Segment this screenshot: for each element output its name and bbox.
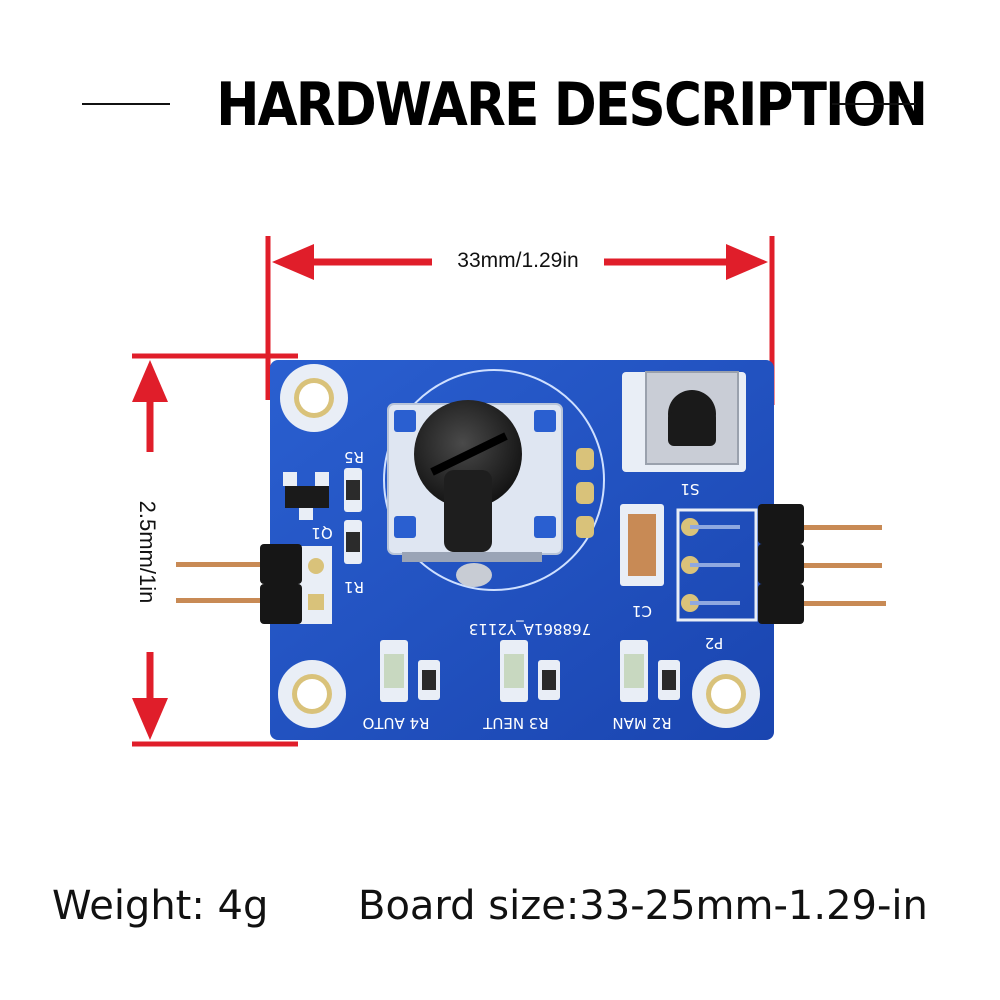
transistor-q1 [283, 472, 329, 520]
push-button-s1 [622, 371, 746, 472]
title-rule-left [82, 103, 170, 105]
right-pin-header-pins [760, 525, 886, 606]
height-dimension-label: 2.5mm/1in [130, 452, 164, 652]
silk-c1: C1 [632, 602, 652, 620]
mounting-hole-bottom-left [278, 660, 346, 728]
silk-r1: R1 [344, 578, 364, 596]
led-man [620, 640, 680, 702]
silk-neut: R3 NEUT [482, 714, 548, 732]
silk-r5: R5 [344, 448, 364, 466]
silk-part-number: 768861A_Y2113 [469, 619, 591, 638]
silk-q1: Q1 [311, 524, 332, 542]
silk-man: R2 MAN [612, 714, 671, 732]
silk-p2: P2 [705, 634, 724, 652]
title-rule-right [832, 103, 916, 105]
left-header-block [260, 544, 332, 624]
left-pin-header [176, 562, 286, 603]
board-size-caption: Board size:33-25mm-1.29-in [358, 883, 928, 929]
mounting-hole-bottom-right [692, 660, 760, 728]
silk-auto: R4 AUTO [363, 714, 430, 732]
width-dimension-label: 33mm/1.29in [432, 244, 604, 278]
weight-caption: Weight: 4g [52, 883, 269, 929]
rotary-switch [387, 400, 594, 587]
pcb-board: R5 Q1 R1 S1 C1 P2 768861A_Y2113 R4 AUTO … [260, 360, 804, 740]
title-block: HARDWARE DESCRIPTION [0, 60, 1000, 150]
right-header-p2 [676, 504, 804, 624]
mounting-hole-top-left [280, 364, 348, 432]
silk-s1: S1 [680, 480, 699, 498]
led-auto [380, 640, 440, 702]
capacitor-c1 [620, 504, 664, 586]
led-neut [500, 640, 560, 702]
resistor-r1 [344, 520, 362, 564]
resistor-r5 [344, 468, 362, 512]
